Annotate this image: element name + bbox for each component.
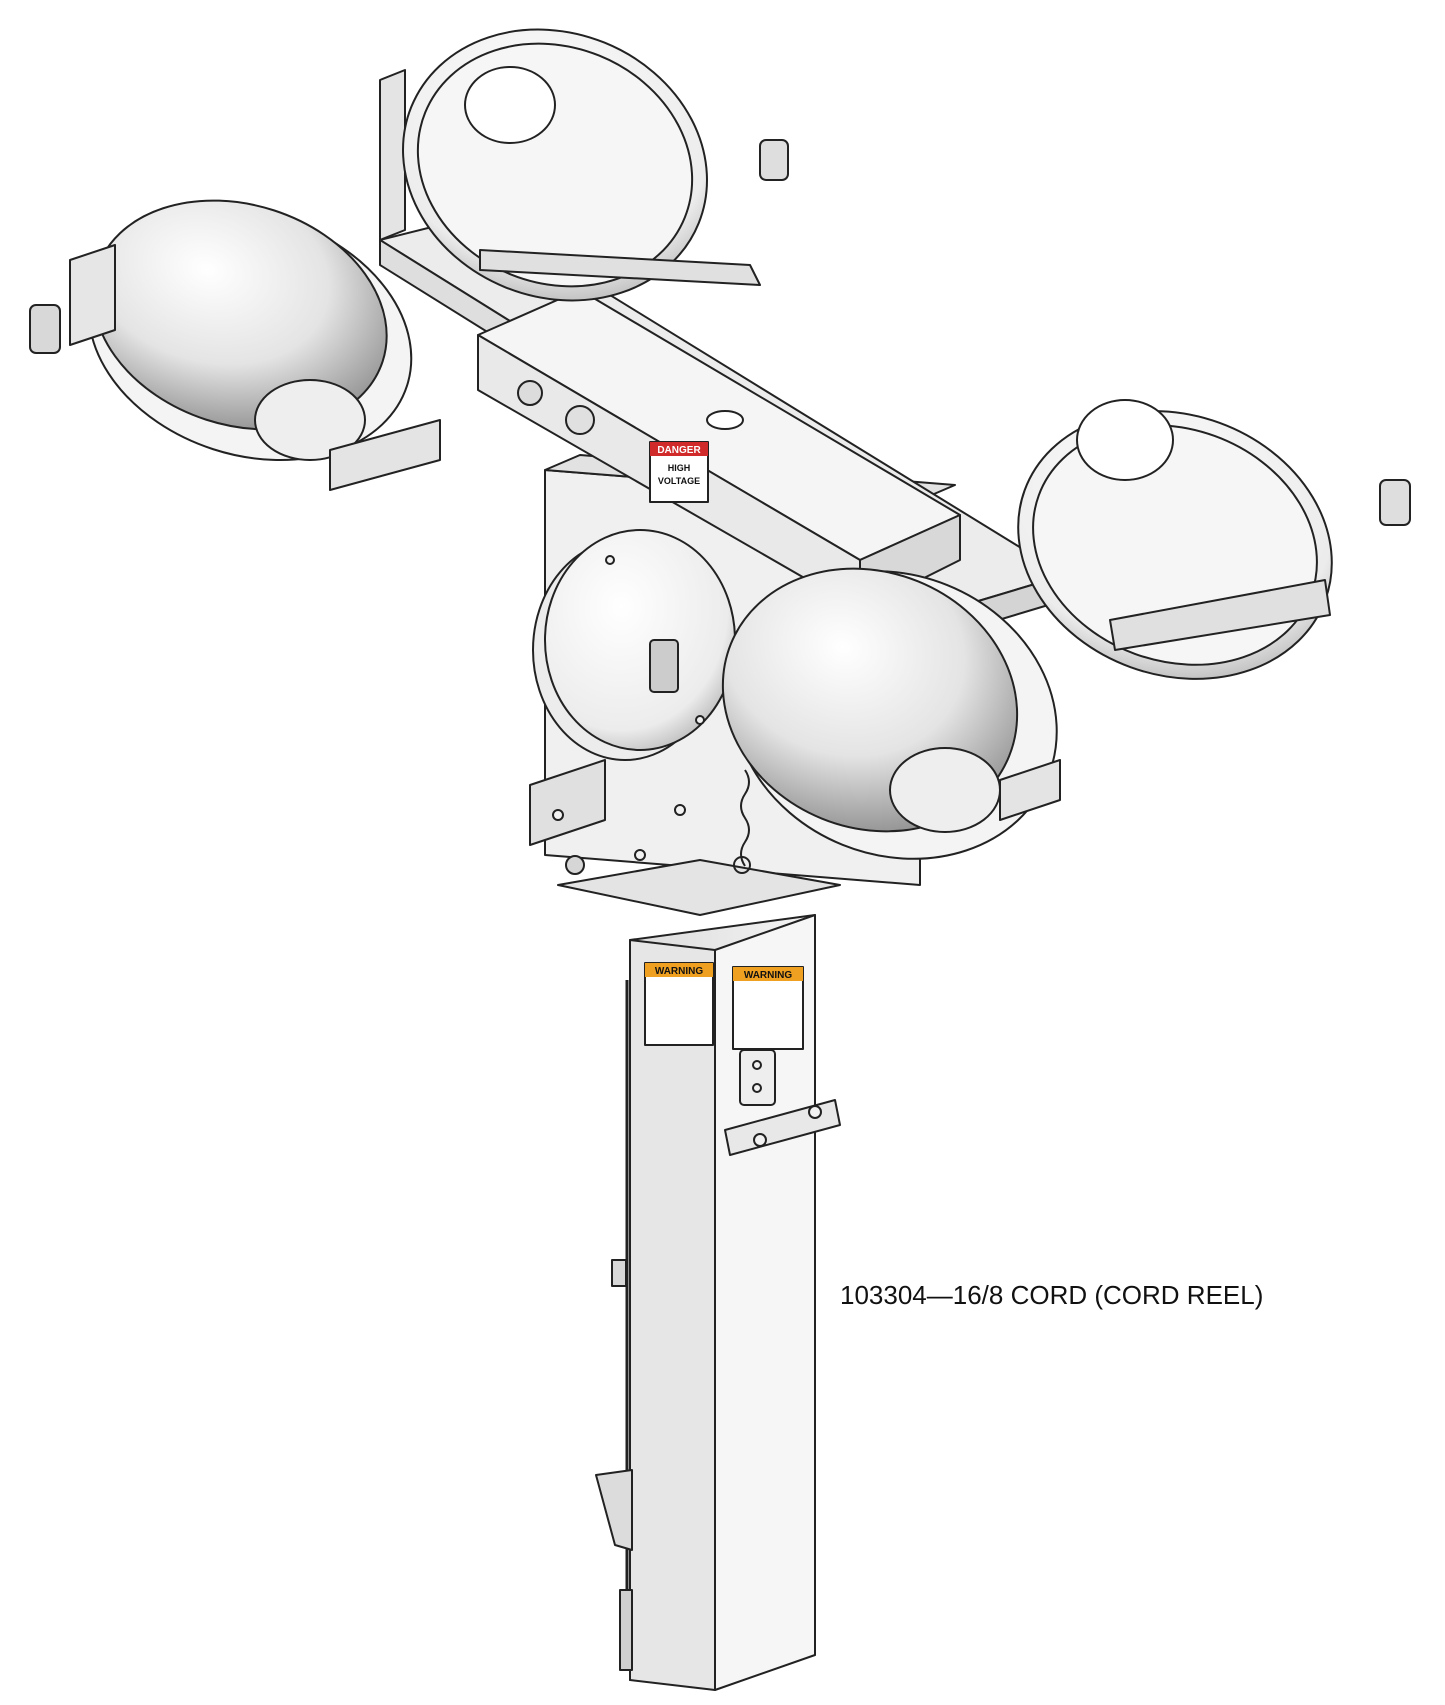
danger-label-line1: HIGH	[668, 463, 691, 473]
cord-reel	[532, 529, 736, 761]
figure-caption: 103304—16/8 CORD (CORD REEL)	[840, 1280, 1264, 1310]
warning-label-left-header: WARNING	[655, 966, 704, 977]
warning-label-right	[732, 966, 804, 1050]
danger-label	[649, 441, 709, 503]
mast	[595, 914, 816, 1691]
chain	[733, 769, 751, 874]
danger-label-header: DANGER	[657, 445, 701, 456]
lamp-left	[29, 199, 441, 491]
danger-label-line2: VOLTAGE	[658, 476, 700, 486]
lamp-top	[379, 28, 789, 302]
lamp-right	[1017, 399, 1411, 680]
lamp-front	[721, 567, 1061, 860]
warning-label-left	[644, 962, 714, 1046]
warning-label-right-header: WARNING	[744, 970, 793, 981]
